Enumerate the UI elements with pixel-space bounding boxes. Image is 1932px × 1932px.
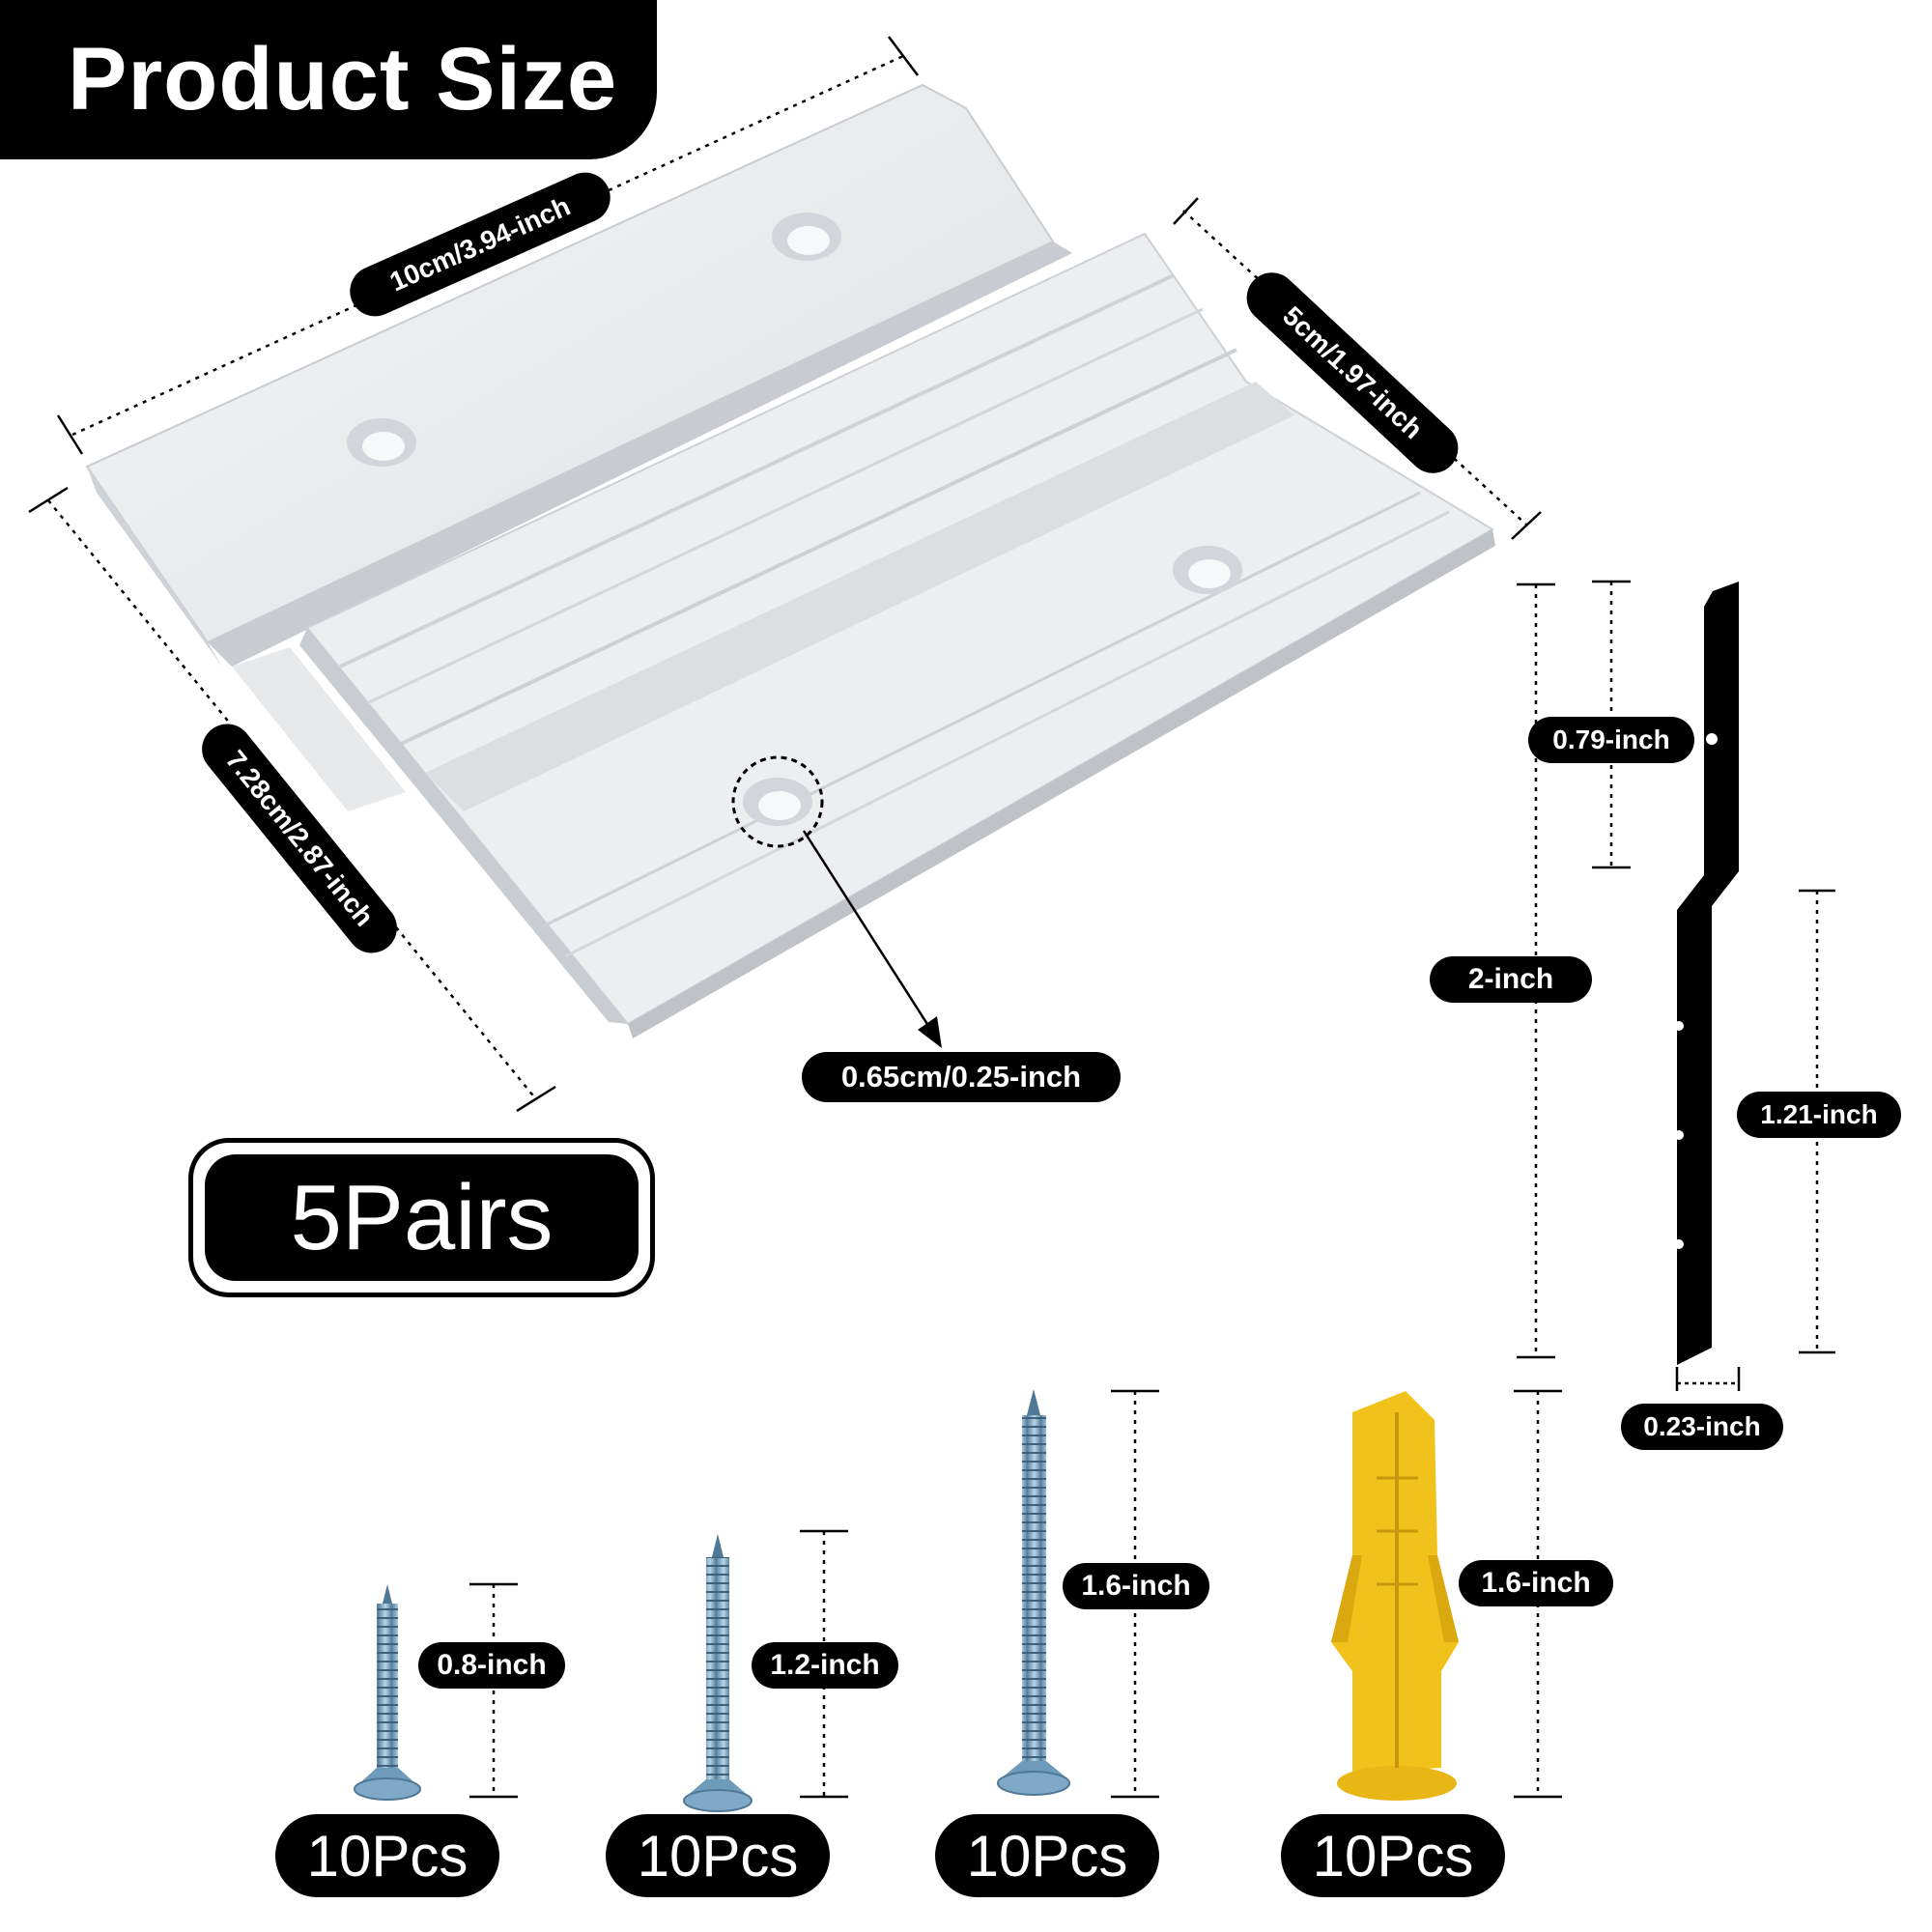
- screw-large: [997, 1389, 1070, 1796]
- profile-bottom-label: 1.21-inch: [1737, 1092, 1901, 1138]
- profile-top-label: 0.79-inch: [1528, 717, 1694, 763]
- hole-diameter-label: 0.65cm/0.25-inch: [802, 1052, 1121, 1102]
- anchor-size: 1.6-inch: [1459, 1560, 1613, 1606]
- title-banner: Product Size: [0, 0, 657, 159]
- screw-large-count: 10Pcs: [935, 1814, 1159, 1897]
- profile-thickness-label: 0.23-inch: [1621, 1404, 1783, 1450]
- mounting-hole: [1173, 546, 1242, 594]
- screw-medium-size: 1.2-inch: [752, 1642, 898, 1689]
- mounting-hole-highlighted: [731, 755, 824, 848]
- page-title: Product Size: [68, 30, 618, 128]
- screw-large-size: 1.6-inch: [1063, 1563, 1209, 1609]
- profile-total-label: 2-inch: [1430, 956, 1592, 1003]
- anchor-count: 10Pcs: [1281, 1814, 1505, 1897]
- pairs-label: 5Pairs: [205, 1154, 639, 1281]
- arrow-head: [918, 1016, 942, 1048]
- plastic-anchor: [1331, 1391, 1459, 1801]
- screw-small-size: 0.8-inch: [418, 1642, 565, 1689]
- screw-small: [354, 1584, 421, 1801]
- screw-medium-count: 10Pcs: [606, 1814, 830, 1897]
- screw-medium: [683, 1534, 753, 1812]
- cleat-profile: [1674, 582, 1739, 1365]
- aluminum-cleat: [85, 83, 1495, 1038]
- screw-small-count: 10Pcs: [275, 1814, 499, 1897]
- mounting-hole: [347, 418, 416, 467]
- pairs-badge: 5Pairs: [188, 1138, 655, 1297]
- mounting-hole: [772, 213, 841, 261]
